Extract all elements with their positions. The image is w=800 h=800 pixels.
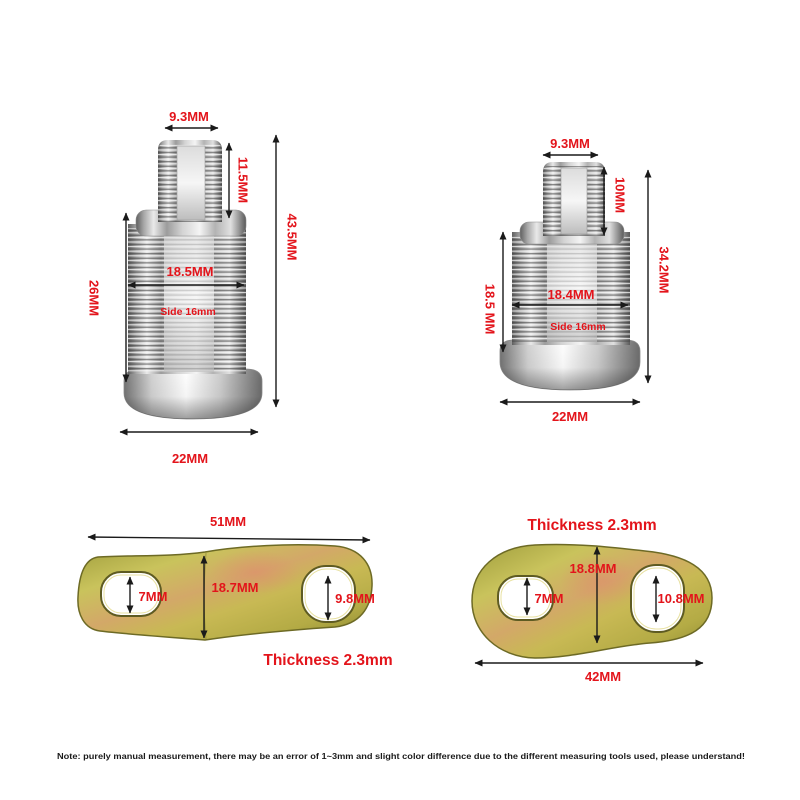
lock-short-thread-diameter-label: 18.4MM: [548, 287, 595, 302]
cam-short-large-slot-label: 10.8MM: [658, 591, 705, 606]
lock-short-body-height-label: 18.5 MM: [483, 284, 498, 335]
lock-long-top-width-label: 9.3MM: [169, 109, 209, 124]
lock-short-total-height-label: 34.2MM: [657, 247, 672, 294]
lock-long-total-height-label: 43.5MM: [285, 214, 300, 261]
cam-plate-long: [77, 544, 373, 641]
cam-long-copper-tint: [210, 550, 300, 594]
cam-lock-long: [123, 140, 263, 420]
cam-long-large-slot-label: 9.8MM: [335, 591, 375, 606]
measurement-note: Note: purely manual measurement, there m…: [57, 751, 745, 761]
cam-long-width-label: 18.7MM: [212, 580, 259, 595]
lock-short-flange-shade: [500, 340, 640, 390]
lock-long-spindle-flat: [176, 145, 206, 221]
lock-long-flat-side-label: Side 16mm: [160, 306, 215, 318]
lock-short-spindle-flat: [560, 167, 588, 235]
lock-long-thread-diameter-label: 18.5MM: [167, 264, 214, 279]
cam-long-length-arrow: [87, 533, 371, 544]
dimension-labels: 9.3MM 11.5MM 43.5MM 26MM 18.5MM Side 16m…: [87, 109, 705, 684]
cam-short-small-slot-label: 7MM: [535, 591, 564, 606]
cam-short-width-label: 18.8MM: [570, 561, 617, 576]
lock-long-flange-shade: [124, 369, 262, 419]
lock-short-top-width-label: 9.3MM: [550, 136, 590, 151]
lock-long-spindle-height-label: 11.5MM: [236, 157, 251, 203]
cam-short-thickness-label: Thickness 2.3mm: [527, 517, 656, 534]
lock-long-body-height-label: 26MM: [87, 280, 102, 316]
lock-short-flat-side-label: Side 16mm: [550, 321, 605, 333]
cam-long-length-label: 51MM: [210, 514, 246, 529]
lock-short-flat-side: [547, 236, 597, 342]
cam-short-length-label: 42MM: [585, 669, 621, 684]
lock-short-flange-diameter-label: 22MM: [552, 409, 588, 424]
cam-long-thickness-label: Thickness 2.3mm: [263, 652, 392, 669]
lock-long-flat-side: [164, 228, 214, 372]
lock-long-flange-diameter-label: 22MM: [172, 451, 208, 466]
cam-short-large-slot-rim: [633, 567, 682, 630]
cam-long-small-slot-label: 7MM: [139, 589, 168, 604]
lock-short-spindle-height-label: 10MM: [613, 177, 628, 213]
cam-lock-short: [499, 162, 641, 391]
dimension-lines: [87, 124, 704, 667]
